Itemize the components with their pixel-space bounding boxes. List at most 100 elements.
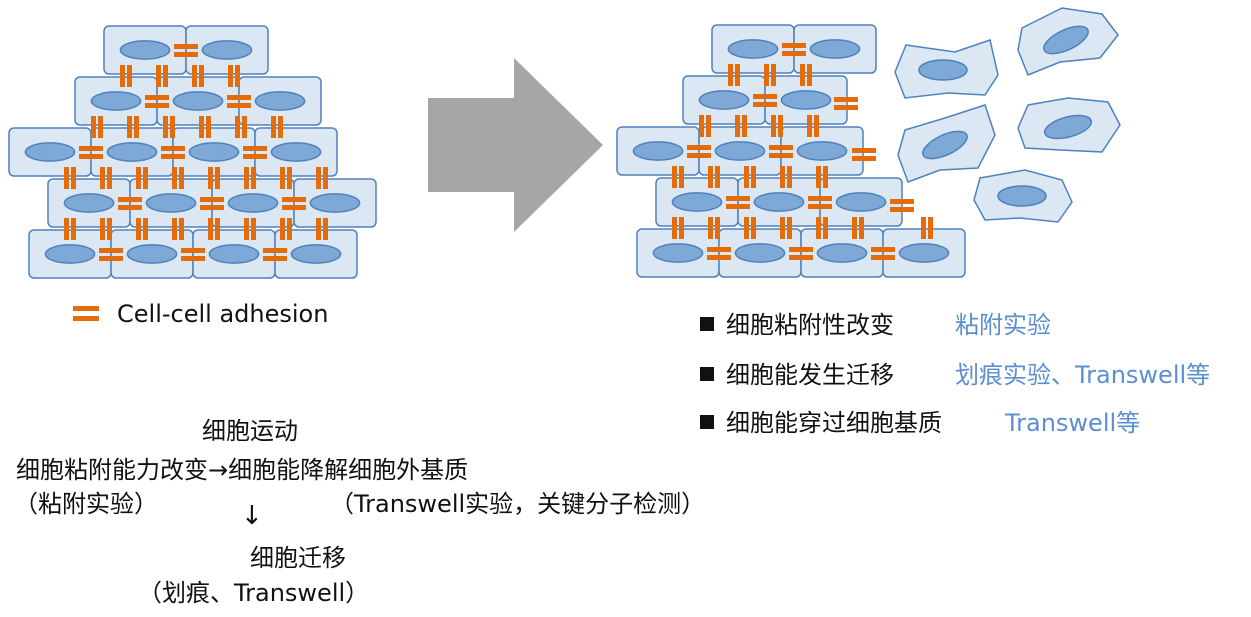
cell-nucleus [796, 141, 848, 161]
bullet-square-icon [700, 317, 714, 331]
epithelial-cell [28, 229, 112, 279]
adhesion-junction [91, 116, 103, 138]
adhesion-junction [816, 217, 828, 239]
epithelial-cell [718, 228, 802, 278]
cell-nucleus [780, 90, 832, 110]
cell-nucleus [809, 39, 861, 59]
adhesion-junction [890, 199, 914, 212]
epithelial-cell [800, 228, 884, 278]
cell-nucleus [918, 59, 968, 81]
adhesion-junction [136, 218, 148, 240]
adhesion-junction [764, 64, 776, 86]
adhesion-junction [280, 167, 292, 189]
cell-nucleus [671, 192, 723, 212]
adhesion-junction [263, 248, 287, 261]
adhesion-junction [271, 116, 283, 138]
bullet-square-icon [700, 415, 714, 429]
transition-arrow [428, 58, 603, 232]
flow-down-arrow: ↓ [241, 501, 263, 531]
epithelial-cell [192, 229, 276, 279]
adhesion-junction [816, 166, 828, 188]
cell-nucleus [835, 192, 887, 212]
cell-nucleus [309, 193, 361, 213]
adhesion-junction [282, 197, 306, 210]
cell-nucleus [632, 141, 684, 161]
adhesion-junction [316, 167, 328, 189]
cell-nucleus [126, 244, 178, 264]
epithelial-cell [780, 126, 864, 176]
mesenchymal-cell [973, 169, 1073, 223]
adhesion-junction [687, 145, 711, 158]
adhesion-junction [120, 65, 132, 87]
method-invasion-assay: Transwell等 [1005, 409, 1141, 437]
epithelial-cell [74, 76, 158, 126]
bullet-adhesion-change: 细胞粘附性改变 [700, 313, 894, 337]
adhesion-junction [808, 196, 832, 209]
epithelial-cell [185, 25, 269, 75]
adhesion-junction [174, 44, 198, 57]
adhesion-junction [852, 148, 876, 161]
cell-nucleus [90, 91, 142, 111]
adhesion-junction [834, 97, 858, 110]
epithelial-cell [819, 177, 903, 227]
adhesion-junction [145, 95, 169, 108]
adhesion-junction [172, 218, 184, 240]
adhesion-junction [181, 248, 205, 261]
adhesion-junction [244, 218, 256, 240]
migrating-cells [894, 7, 1121, 223]
adhesion-junction [100, 218, 112, 240]
cell-nucleus [106, 142, 158, 162]
epithelial-cell [90, 127, 174, 177]
method-migration-assay: 划痕实验、Transwell等 [955, 361, 1211, 389]
left-cell-sheet [8, 25, 377, 279]
adhesion-junction [192, 65, 204, 87]
adhesion-junction [708, 166, 720, 188]
adhesion-junction [208, 218, 220, 240]
cell-nucleus [816, 243, 868, 263]
adhesion-junction [127, 116, 139, 138]
flow-cell-motion: 细胞运动 [202, 417, 298, 445]
adhesion-junction [156, 65, 168, 87]
adhesion-junction [172, 167, 184, 189]
adhesion-junction [871, 247, 895, 260]
adhesion-junction [744, 217, 756, 239]
adhesion-junction [707, 247, 731, 260]
adhesion-junction [79, 146, 103, 159]
adhesion-junction [672, 217, 684, 239]
adhesion-junction [735, 115, 747, 137]
epithelial-cell [238, 76, 322, 126]
cell-nucleus [1043, 25, 1089, 55]
adhesion-junction [200, 197, 224, 210]
adhesion-junction [227, 95, 251, 108]
cell-nucleus [698, 90, 750, 110]
epithelial-cell [616, 126, 700, 176]
adhesion-junction [244, 167, 256, 189]
epithelial-cell [793, 24, 877, 74]
epithelial-cell [172, 127, 256, 177]
adhesion-junction [316, 218, 328, 240]
cell-nucleus [63, 193, 115, 213]
flow-adhesion-assay: （粘附实验） [14, 490, 158, 518]
cell-nucleus [714, 141, 766, 161]
adhesion-legend-icon [73, 303, 99, 325]
epithelial-cell [698, 126, 782, 176]
cell-nucleus [254, 91, 306, 111]
adhesion-junction [208, 167, 220, 189]
adhesion-junction [163, 116, 175, 138]
mesenchymal-cell [894, 39, 999, 99]
adhesion-junction [769, 145, 793, 158]
adhesion-junction [921, 217, 933, 239]
flow-main-line: 细胞粘附能力改变→细胞能降解细胞外基质 [16, 456, 469, 484]
adhesion-junction [800, 64, 812, 86]
cell-nucleus [290, 244, 342, 264]
adhesion-junction [807, 115, 819, 137]
adhesion-junction [780, 166, 792, 188]
adhesion-junction [100, 167, 112, 189]
adhesion-junction [726, 196, 750, 209]
epithelial-cell [636, 228, 720, 278]
epithelial-cell [682, 75, 766, 125]
epithelial-cell [129, 178, 213, 228]
adhesion-junction [136, 167, 148, 189]
cell-nucleus [997, 185, 1047, 207]
